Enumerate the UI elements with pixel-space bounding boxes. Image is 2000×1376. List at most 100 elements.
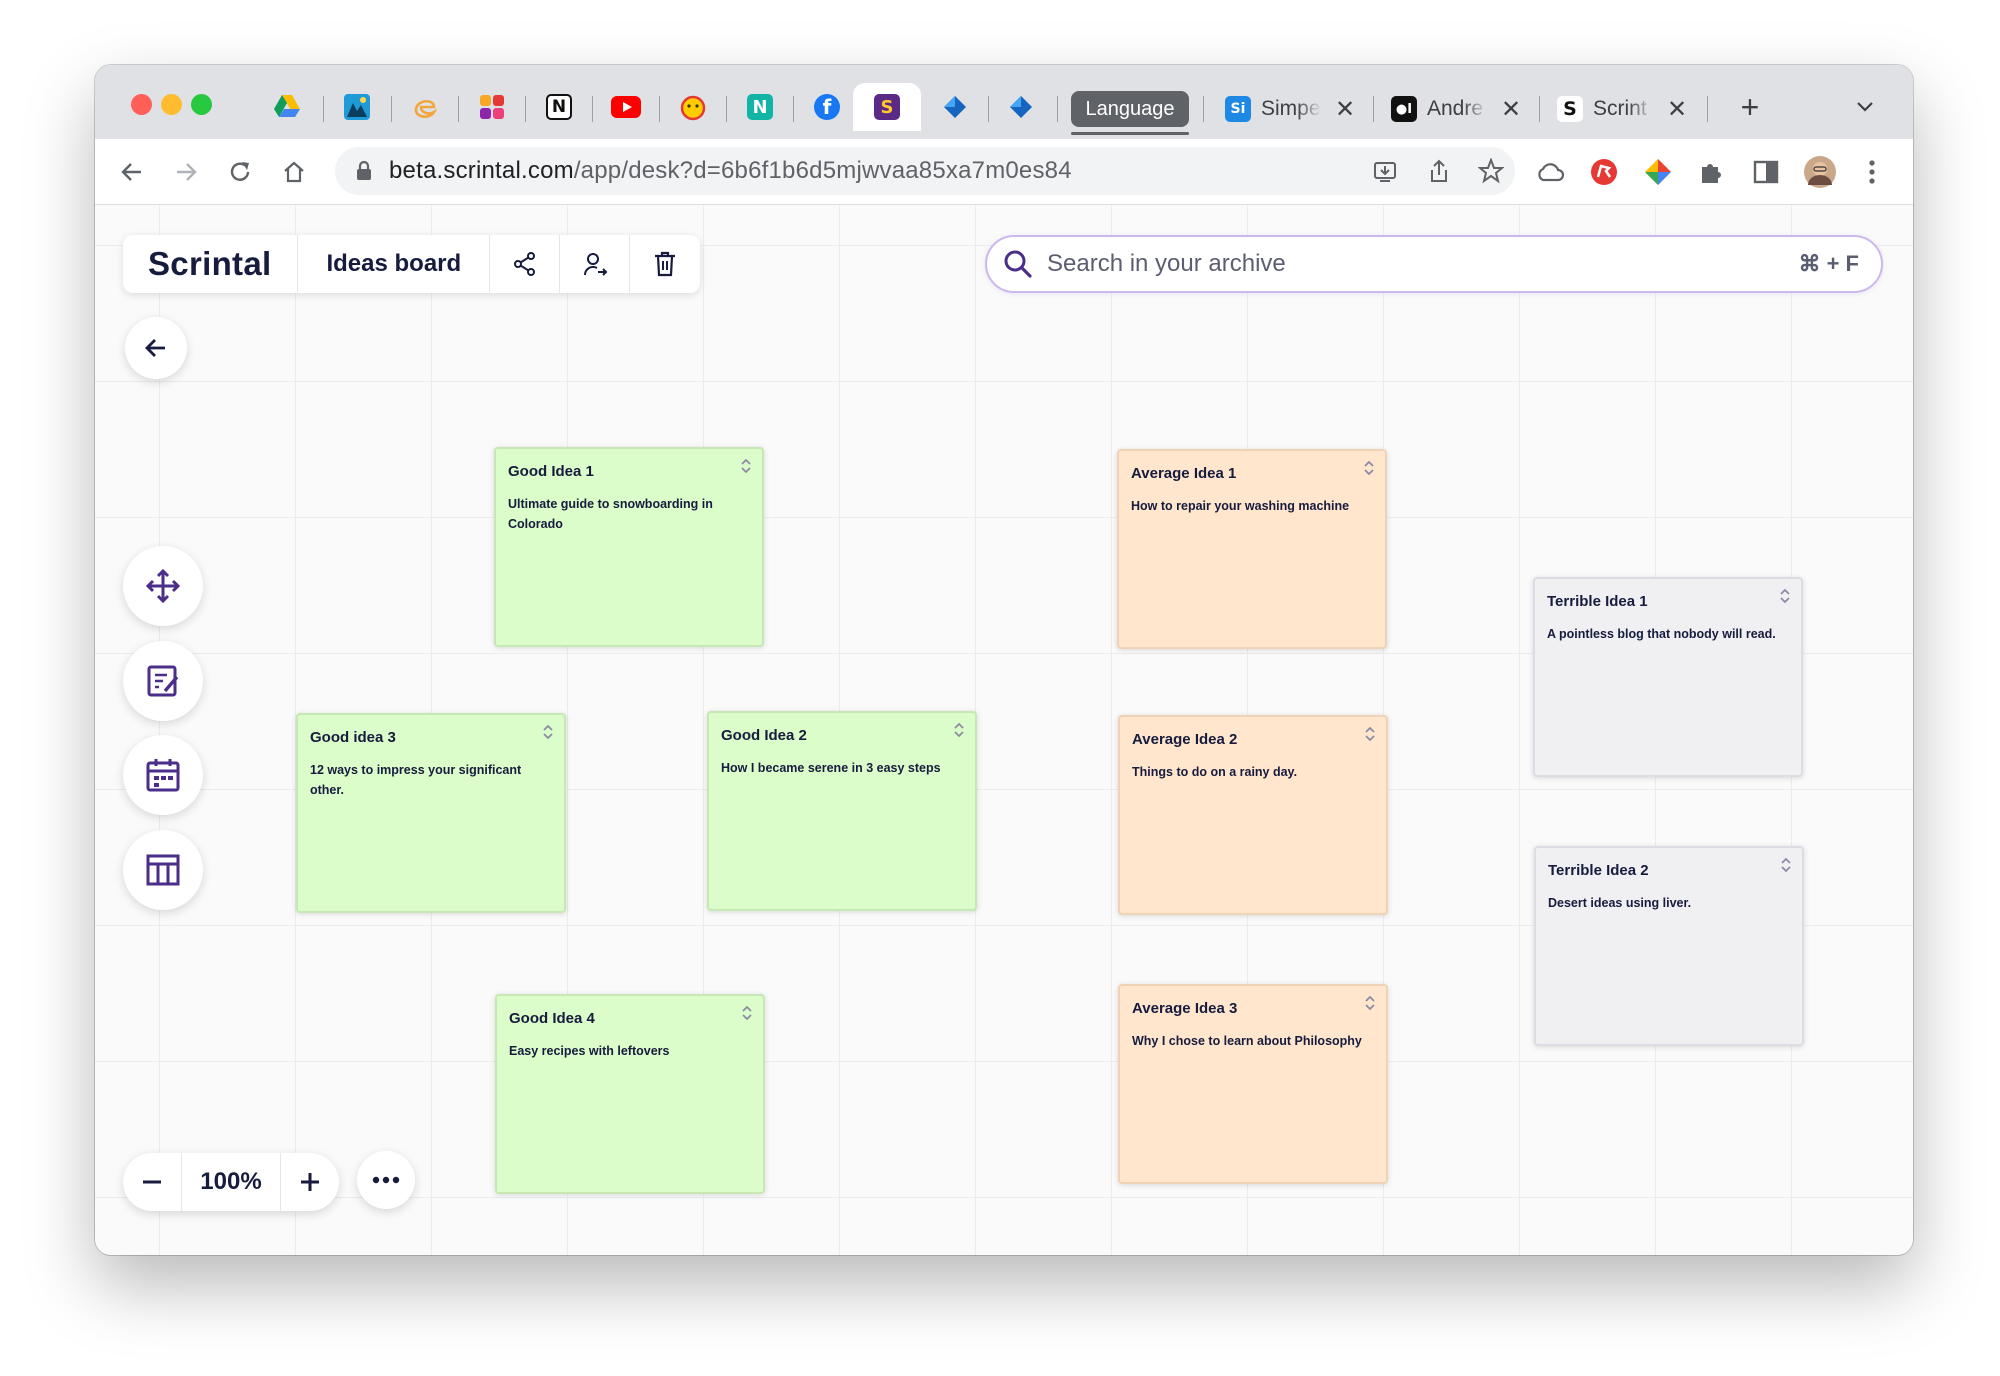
collapse-icon[interactable] — [953, 723, 965, 737]
collapse-icon[interactable] — [741, 1006, 753, 1020]
close-window-button[interactable] — [131, 94, 152, 115]
profile-button[interactable] — [1803, 155, 1837, 189]
address-bar[interactable]: beta.scrintal.com/app/desk?d=6b6f1b6d5mj… — [335, 147, 1515, 195]
color-swatch-icon — [480, 95, 504, 119]
card-average-idea-2[interactable]: Average Idea 2 Things to do on a rainy d… — [1118, 715, 1388, 915]
tab-facebook[interactable]: f — [801, 83, 853, 131]
card-title: Good idea 3 — [310, 729, 396, 746]
calendar-button[interactable] — [123, 735, 203, 815]
collapse-icon[interactable] — [1364, 727, 1376, 741]
zoom-level[interactable]: 100% — [181, 1153, 281, 1211]
card-body: A pointless blog that nobody will read. — [1547, 627, 1776, 641]
tab-strip: N N f S Language Si — [95, 65, 1913, 139]
bookmark-button[interactable] — [1475, 155, 1507, 187]
notion-icon: N — [546, 94, 572, 120]
card-good-idea-3[interactable]: Good idea 3 12 ways to impress your sign… — [296, 713, 566, 913]
card-good-idea-2[interactable]: Good Idea 2 How I became serene in 3 eas… — [707, 711, 977, 911]
add-collaborator-button[interactable] — [560, 235, 631, 293]
tab-emoji[interactable] — [667, 83, 719, 131]
emoji-icon — [680, 95, 706, 121]
blue-app-icon — [944, 96, 966, 118]
new-tab-button[interactable]: + — [1740, 88, 1760, 125]
browser-menu-button[interactable] — [1855, 155, 1889, 189]
card-title: Average Idea 3 — [1132, 1000, 1238, 1017]
tab-edge[interactable] — [399, 83, 451, 131]
cloud-extension-button[interactable] — [1533, 155, 1567, 189]
card-title: Good Idea 2 — [721, 727, 807, 744]
card-average-idea-1[interactable]: Average Idea 1 How to repair your washin… — [1117, 449, 1387, 649]
tab-scrintal-active[interactable]: S — [853, 83, 921, 131]
tab-blue-app-1[interactable] — [929, 83, 981, 131]
back-to-boards-button[interactable] — [125, 317, 187, 379]
collapse-icon[interactable] — [1364, 996, 1376, 1010]
board-title[interactable]: Ideas board — [298, 235, 491, 293]
more-options-button[interactable] — [357, 1151, 415, 1209]
card-terrible-idea-1[interactable]: Terrible Idea 1 A pointless blog that no… — [1533, 577, 1803, 777]
forward-button[interactable] — [165, 151, 207, 193]
side-panel-button[interactable] — [1749, 155, 1783, 189]
card-title: Average Idea 1 — [1131, 465, 1237, 482]
more-horizontal-icon — [372, 1176, 400, 1184]
close-icon[interactable]: ✕ — [1501, 95, 1522, 123]
tab-youtube[interactable] — [600, 83, 652, 131]
facebook-icon: f — [814, 94, 840, 120]
scrintal-logo[interactable]: Scrintal — [123, 235, 299, 293]
close-icon[interactable]: ✕ — [1667, 95, 1688, 123]
red-extension-button[interactable] — [1587, 155, 1621, 189]
tab-notion[interactable]: N — [533, 83, 585, 131]
tab-group-language[interactable]: Language — [1071, 91, 1189, 135]
share-board-button[interactable] — [490, 235, 561, 293]
card-title: Good Idea 4 — [509, 1010, 595, 1027]
back-button[interactable] — [111, 151, 153, 193]
move-tool-button[interactable] — [123, 546, 203, 626]
card-good-idea-4[interactable]: Good Idea 4 Easy recipes with leftovers — [495, 994, 765, 1194]
n-app-icon: N — [747, 94, 773, 120]
share-page-button[interactable] — [1423, 155, 1455, 187]
trash-icon — [655, 251, 676, 277]
card-average-idea-3[interactable]: Average Idea 3 Why I chose to learn abou… — [1118, 984, 1388, 1184]
collapse-icon[interactable] — [1779, 589, 1791, 603]
card-terrible-idea-2[interactable]: Terrible Idea 2 Desert ideas using liver… — [1534, 846, 1804, 1046]
tab-n-app[interactable]: N — [734, 83, 786, 131]
tab-photos[interactable] — [331, 83, 383, 131]
tab-simple[interactable]: Si Simpe ✕ — [1225, 87, 1355, 131]
archive-search[interactable]: Search in your archive ⌘ + F — [985, 235, 1883, 293]
card-body: Easy recipes with leftovers — [509, 1044, 670, 1058]
tab-search-button[interactable] — [1845, 83, 1885, 131]
install-app-button[interactable] — [1369, 155, 1401, 187]
zoom-out-button[interactable] — [123, 1153, 181, 1211]
home-button[interactable] — [273, 151, 315, 193]
collapse-icon[interactable] — [740, 459, 752, 473]
tab-medium[interactable]: ●I Andre ✕ — [1391, 87, 1521, 131]
scrintal-icon: S — [874, 94, 900, 120]
collapse-icon[interactable] — [1363, 461, 1375, 475]
arrow-left-icon — [145, 339, 165, 357]
maximize-window-button[interactable] — [191, 94, 212, 115]
tab-google-drive[interactable] — [261, 83, 313, 131]
tab-swatch[interactable] — [466, 83, 518, 131]
diamond-extension-button[interactable] — [1641, 155, 1675, 189]
card-body: Ultimate guide to snowboarding in Colora… — [508, 497, 713, 531]
card-title: Average Idea 2 — [1132, 731, 1238, 748]
collapse-icon[interactable] — [542, 725, 554, 739]
card-title: Terrible Idea 2 — [1548, 862, 1649, 879]
tab-title: Scrint — [1593, 97, 1647, 120]
zoom-in-button[interactable] — [281, 1153, 339, 1211]
arrow-left-icon — [121, 163, 141, 181]
extensions-button[interactable] — [1695, 155, 1729, 189]
close-icon[interactable]: ✕ — [1335, 95, 1356, 123]
collapse-icon[interactable] — [1780, 858, 1792, 872]
board-canvas[interactable]: Scrintal Ideas board Search in your arch… — [95, 205, 1913, 1255]
delete-board-button[interactable] — [630, 235, 700, 293]
tab-blue-app-2[interactable] — [995, 83, 1047, 131]
simple-icon: Si — [1225, 96, 1251, 122]
card-good-idea-1[interactable]: Good Idea 1 Ultimate guide to snowboardi… — [494, 447, 764, 647]
puzzle-icon — [1702, 164, 1721, 183]
new-card-button[interactable] — [123, 641, 203, 721]
edge-icon — [414, 100, 438, 118]
minimize-window-button[interactable] — [161, 94, 182, 115]
table-view-button[interactable] — [123, 830, 203, 910]
reload-button[interactable] — [219, 151, 261, 193]
tab-scrintal[interactable]: S Scrint ✕ — [1557, 87, 1687, 131]
browser-toolbar: beta.scrintal.com/app/desk?d=6b6f1b6d5mj… — [95, 139, 1913, 205]
